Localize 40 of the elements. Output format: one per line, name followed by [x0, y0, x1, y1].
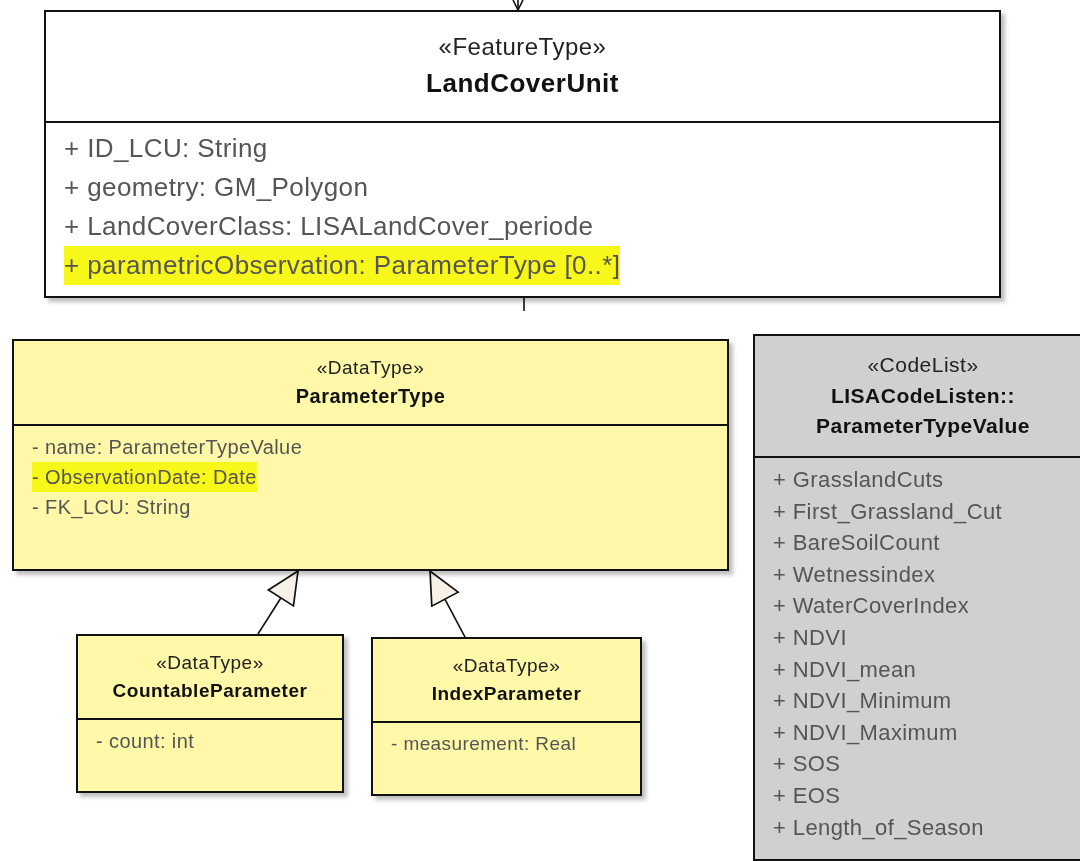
arrow	[512, 0, 524, 11]
attribute-text: + NDVI	[773, 623, 847, 652]
attribute-text: + NDVI_Maximum	[773, 718, 958, 747]
attribute-text: + NDVI_mean	[773, 655, 917, 684]
generalization-arrow	[429, 570, 466, 638]
uml-class-box	[44, 10, 1001, 298]
stereotype-label: «DataType»	[452, 654, 561, 679]
attribute-text: + WaterCoverIndex	[773, 592, 970, 621]
stereotype-label: «FeatureType»	[438, 32, 607, 63]
class-name: ParameterType	[295, 383, 446, 409]
uml-class-box	[753, 334, 1080, 861]
stereotype-label: «CodeList»	[867, 352, 979, 379]
attribute-text: - FK_LCU: String	[32, 495, 191, 521]
attribute-text: + EOS	[773, 781, 841, 810]
class-name: LISACodeListen:: ParameterTypeValue	[814, 382, 1032, 440]
attribute-text: + SOS	[773, 750, 841, 779]
attribute-text: + First_Grassland_Cut	[773, 497, 1003, 526]
class-name: LandCoverUnit	[426, 67, 619, 101]
attribute-text: + GrasslandCuts	[773, 466, 944, 494]
generalization-arrow	[257, 570, 299, 635]
attribute-text: - ObservationDate: Date	[32, 462, 257, 492]
attribute-text: + parametricObservation: ParameterType [0..*]	[64, 246, 621, 285]
attribute-text: + NDVI_Minimum	[773, 687, 952, 716]
attribute-text: + ID_LCU: String	[64, 132, 268, 165]
attribute-text: + Wetnessindex	[773, 560, 936, 589]
uml-class-box	[76, 634, 344, 793]
attribute-text: + BareSoilCount	[773, 529, 940, 558]
attribute-text: + LandCoverClass: LISALandCover_periode	[64, 210, 594, 243]
attribute-text: - name: ParameterTypeValue	[32, 435, 303, 460]
attribute-text: + Length_of_Season	[773, 813, 984, 842]
class-name: IndexParameter	[431, 682, 582, 706]
attribute-text: - measurement: Real	[391, 732, 576, 756]
uml-class-box	[371, 637, 642, 796]
attribute-text: + geometry: GM_Polygon	[64, 171, 369, 204]
class-name: CountableParameter	[112, 679, 308, 703]
connector-line	[523, 297, 525, 312]
stereotype-label: «DataType»	[156, 651, 264, 676]
stereotype-label: «DataType»	[316, 356, 425, 381]
attribute-text: - count: int	[96, 729, 195, 754]
uml-class-box	[12, 339, 729, 571]
